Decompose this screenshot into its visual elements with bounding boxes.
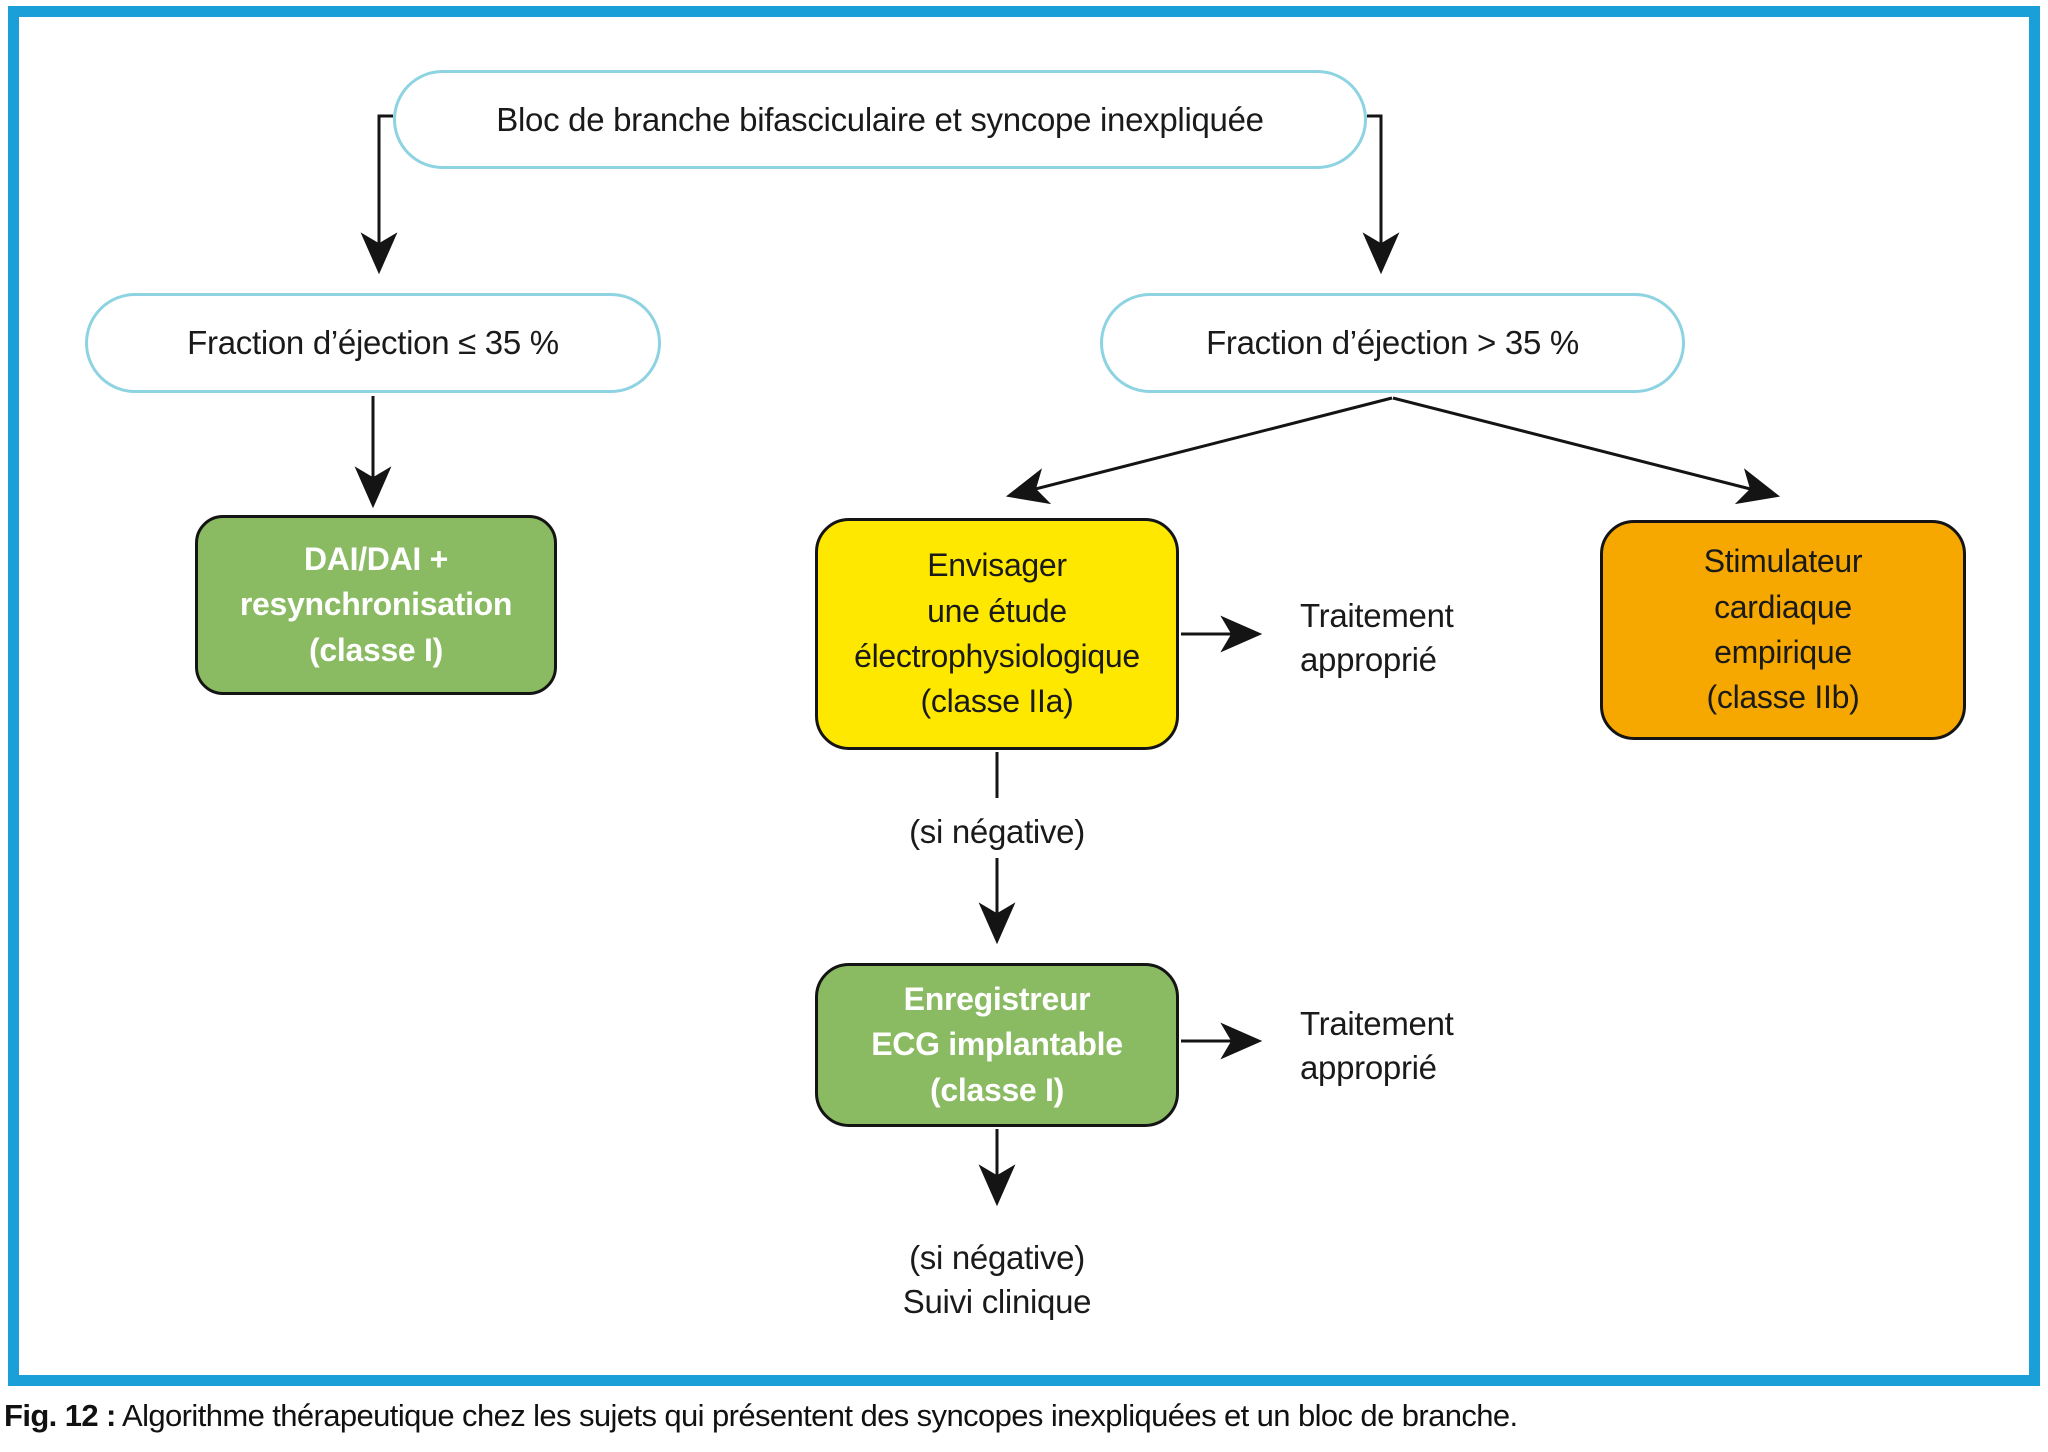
node-enregistreur-ecg: Enregistreur ECG implantable (classe I) [815,963,1179,1127]
node-root-condition: Bloc de branche bifasciculaire et syncop… [393,70,1367,169]
label-si-negative-suivi-clinique: (si négative) Suivi clinique [902,1239,1092,1320]
node-etude-electrophysiologique: Envisager une étude électrophysiologique… [815,518,1179,750]
node-ef-low-condition: Fraction d’éjection ≤ 35 % [85,293,661,393]
figure-caption-number: Fig. 12 : [4,1398,116,1433]
label-traitement-approprie-1: Traitement approprié [1300,597,1454,678]
label-si-negative-1: (si négative) [909,813,1085,850]
label-traitement-approprie-2: Traitement approprié [1300,1005,1454,1086]
node-ef-high-condition: Fraction d’éjection > 35 % [1100,293,1685,393]
node-dai-resynchronisation: DAI/DAI + resynchronisation (classe I) [195,515,557,695]
figure-caption-text: Algorithme thérapeutique chez les sujets… [115,1398,1518,1433]
figure-caption: Fig. 12 : Algorithme thérapeutique chez … [4,1398,2044,1434]
node-stimulateur-cardiaque: Stimulateur cardiaque empirique (classe … [1600,520,1966,740]
